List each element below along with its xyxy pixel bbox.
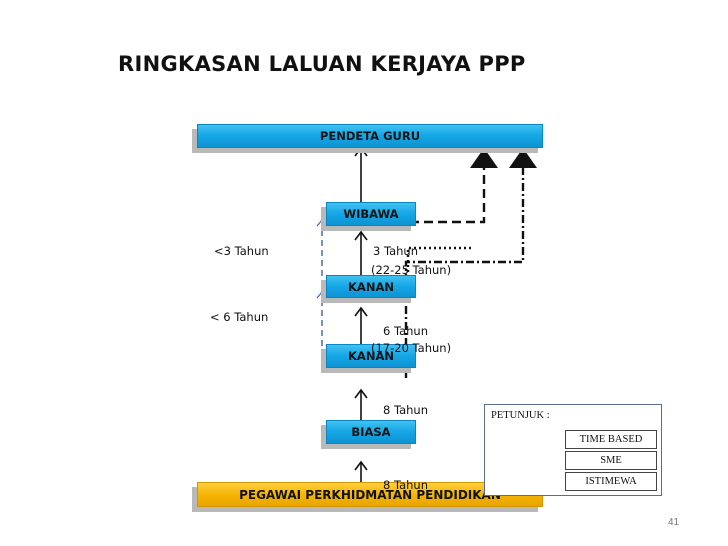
box-biasa: BIASA xyxy=(326,420,416,444)
label-8-tahun-upper: 8 Tahun xyxy=(383,403,429,417)
time-based-arrow-2 xyxy=(354,388,368,420)
box-kanan-lower: KANAN xyxy=(326,344,416,368)
label-8-tahun-lower: 8 Tahun xyxy=(383,478,429,492)
time-based-arrow-1 xyxy=(354,460,368,482)
time-based-arrow-5 xyxy=(354,146,368,202)
sme-path-to-pendeta xyxy=(410,148,498,224)
page-number: 41 xyxy=(668,517,680,528)
box-pendeta-guru: PENDETA GURU xyxy=(197,124,543,148)
label-3-tahun: 3 Tahun xyxy=(373,244,419,258)
label-6-tahun: 6 Tahun xyxy=(383,324,429,338)
time-based-arrow-4 xyxy=(354,230,368,275)
page-title: RINGKASAN LALUAN KERJAYA PPP xyxy=(118,52,526,76)
legend-title: PETUNJUK : xyxy=(491,410,550,421)
box-wibawa: WIBAWA xyxy=(326,202,416,226)
legend-item-istimewa: ISTIMEWA xyxy=(565,472,657,491)
legend-item-sme: SME xyxy=(565,451,657,470)
label-3-tahun-range: (22-25 Tahun) xyxy=(371,263,452,277)
istimewa-path-2 xyxy=(404,148,537,378)
sme-side-path xyxy=(316,218,328,363)
label-less-6-tahun: < 6 Tahun xyxy=(210,310,269,324)
label-less-3-tahun: <3 Tahun xyxy=(214,244,269,258)
legend-box: PETUNJUK : TIME BASED SME ISTIMEWA xyxy=(484,404,662,496)
time-based-arrow-3 xyxy=(354,306,368,344)
label-6-tahun-range: (17-20 Tahun) xyxy=(371,341,452,355)
legend-item-time-based: TIME BASED xyxy=(565,430,657,449)
box-kanan-upper: KANAN xyxy=(326,275,416,298)
